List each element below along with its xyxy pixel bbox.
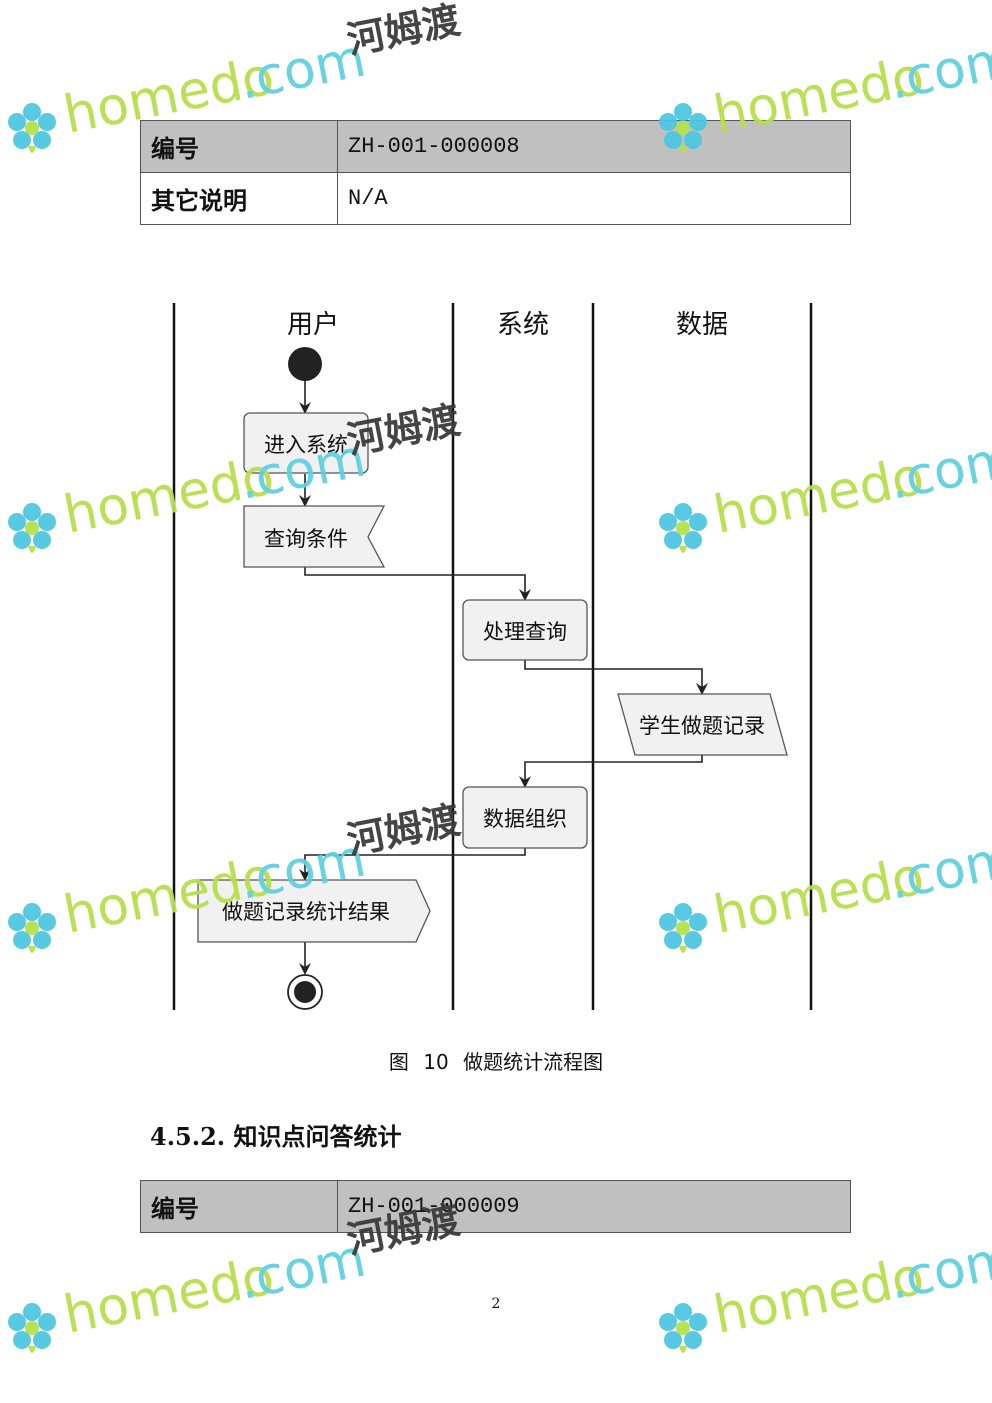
caption-text: 做题统计流程图	[463, 1050, 604, 1074]
table-value: ZH-001-000009	[337, 1180, 851, 1233]
figure-caption: 图 10 做题统计流程图	[0, 1046, 992, 1075]
table-value: N/A	[337, 172, 851, 225]
label-organize-data: 数据组织	[483, 807, 567, 831]
end-node-core	[294, 981, 316, 1003]
table-key: 编号	[140, 1180, 338, 1233]
label-result: 做题记录统计结果	[222, 900, 390, 924]
lane-title-user: 用户	[287, 310, 339, 340]
table-row: 编号 ZH-001-000009	[140, 1180, 851, 1233]
page-number: 2	[491, 1296, 501, 1312]
activity-result	[197, 879, 431, 943]
table-row: 编号 ZH-001-000008	[140, 120, 851, 173]
table-key: 编号	[140, 120, 338, 173]
info-table-top: 编号 ZH-001-000008 其它说明 N/A	[140, 120, 851, 225]
start-node	[288, 347, 322, 381]
label-query-conditions: 查询条件	[264, 527, 348, 551]
svg-text:河姆渡: 河姆渡	[343, 0, 463, 63]
activity-process-query	[462, 599, 588, 661]
svg-text:.com: .com	[234, 29, 371, 112]
lane-title-data: 数据	[676, 310, 728, 340]
flow-arrow	[299, 848, 526, 881]
section-number: 4.5.2.	[150, 1122, 226, 1151]
watermark-logo: homedo .com	[659, 1229, 992, 1353]
data-student-records	[617, 693, 788, 756]
caption-label: 图	[388, 1050, 409, 1074]
label-enter-system: 进入系统	[264, 433, 348, 457]
flow-arrow	[304, 567, 531, 601]
section-title: 知识点问答统计	[233, 1122, 402, 1151]
activity-diagram: 用户 系统 数据 进入系统 查询条件 处理查询 学生做题记录 数据组织 做题记录…	[172, 303, 813, 1010]
flow-arrow	[524, 660, 708, 695]
flow-arrow	[519, 755, 703, 788]
section-heading: 4.5.2. 知识点问答统计	[150, 1117, 402, 1152]
activity-query-conditions	[243, 505, 386, 568]
label-student-records: 学生做题记录	[639, 714, 765, 738]
svg-text:.com: .com	[884, 29, 992, 112]
info-table-bottom: 编号 ZH-001-000009	[140, 1180, 851, 1233]
label-process-query: 处理查询	[483, 620, 567, 644]
caption-number: 10	[423, 1050, 449, 1074]
table-value: ZH-001-000008	[337, 120, 851, 173]
table-row: 其它说明 N/A	[140, 172, 851, 225]
table-key: 其它说明	[140, 172, 338, 225]
activity-organize-data	[462, 786, 588, 849]
activity-enter-system	[243, 412, 369, 474]
lane-title-system: 系统	[497, 310, 549, 340]
